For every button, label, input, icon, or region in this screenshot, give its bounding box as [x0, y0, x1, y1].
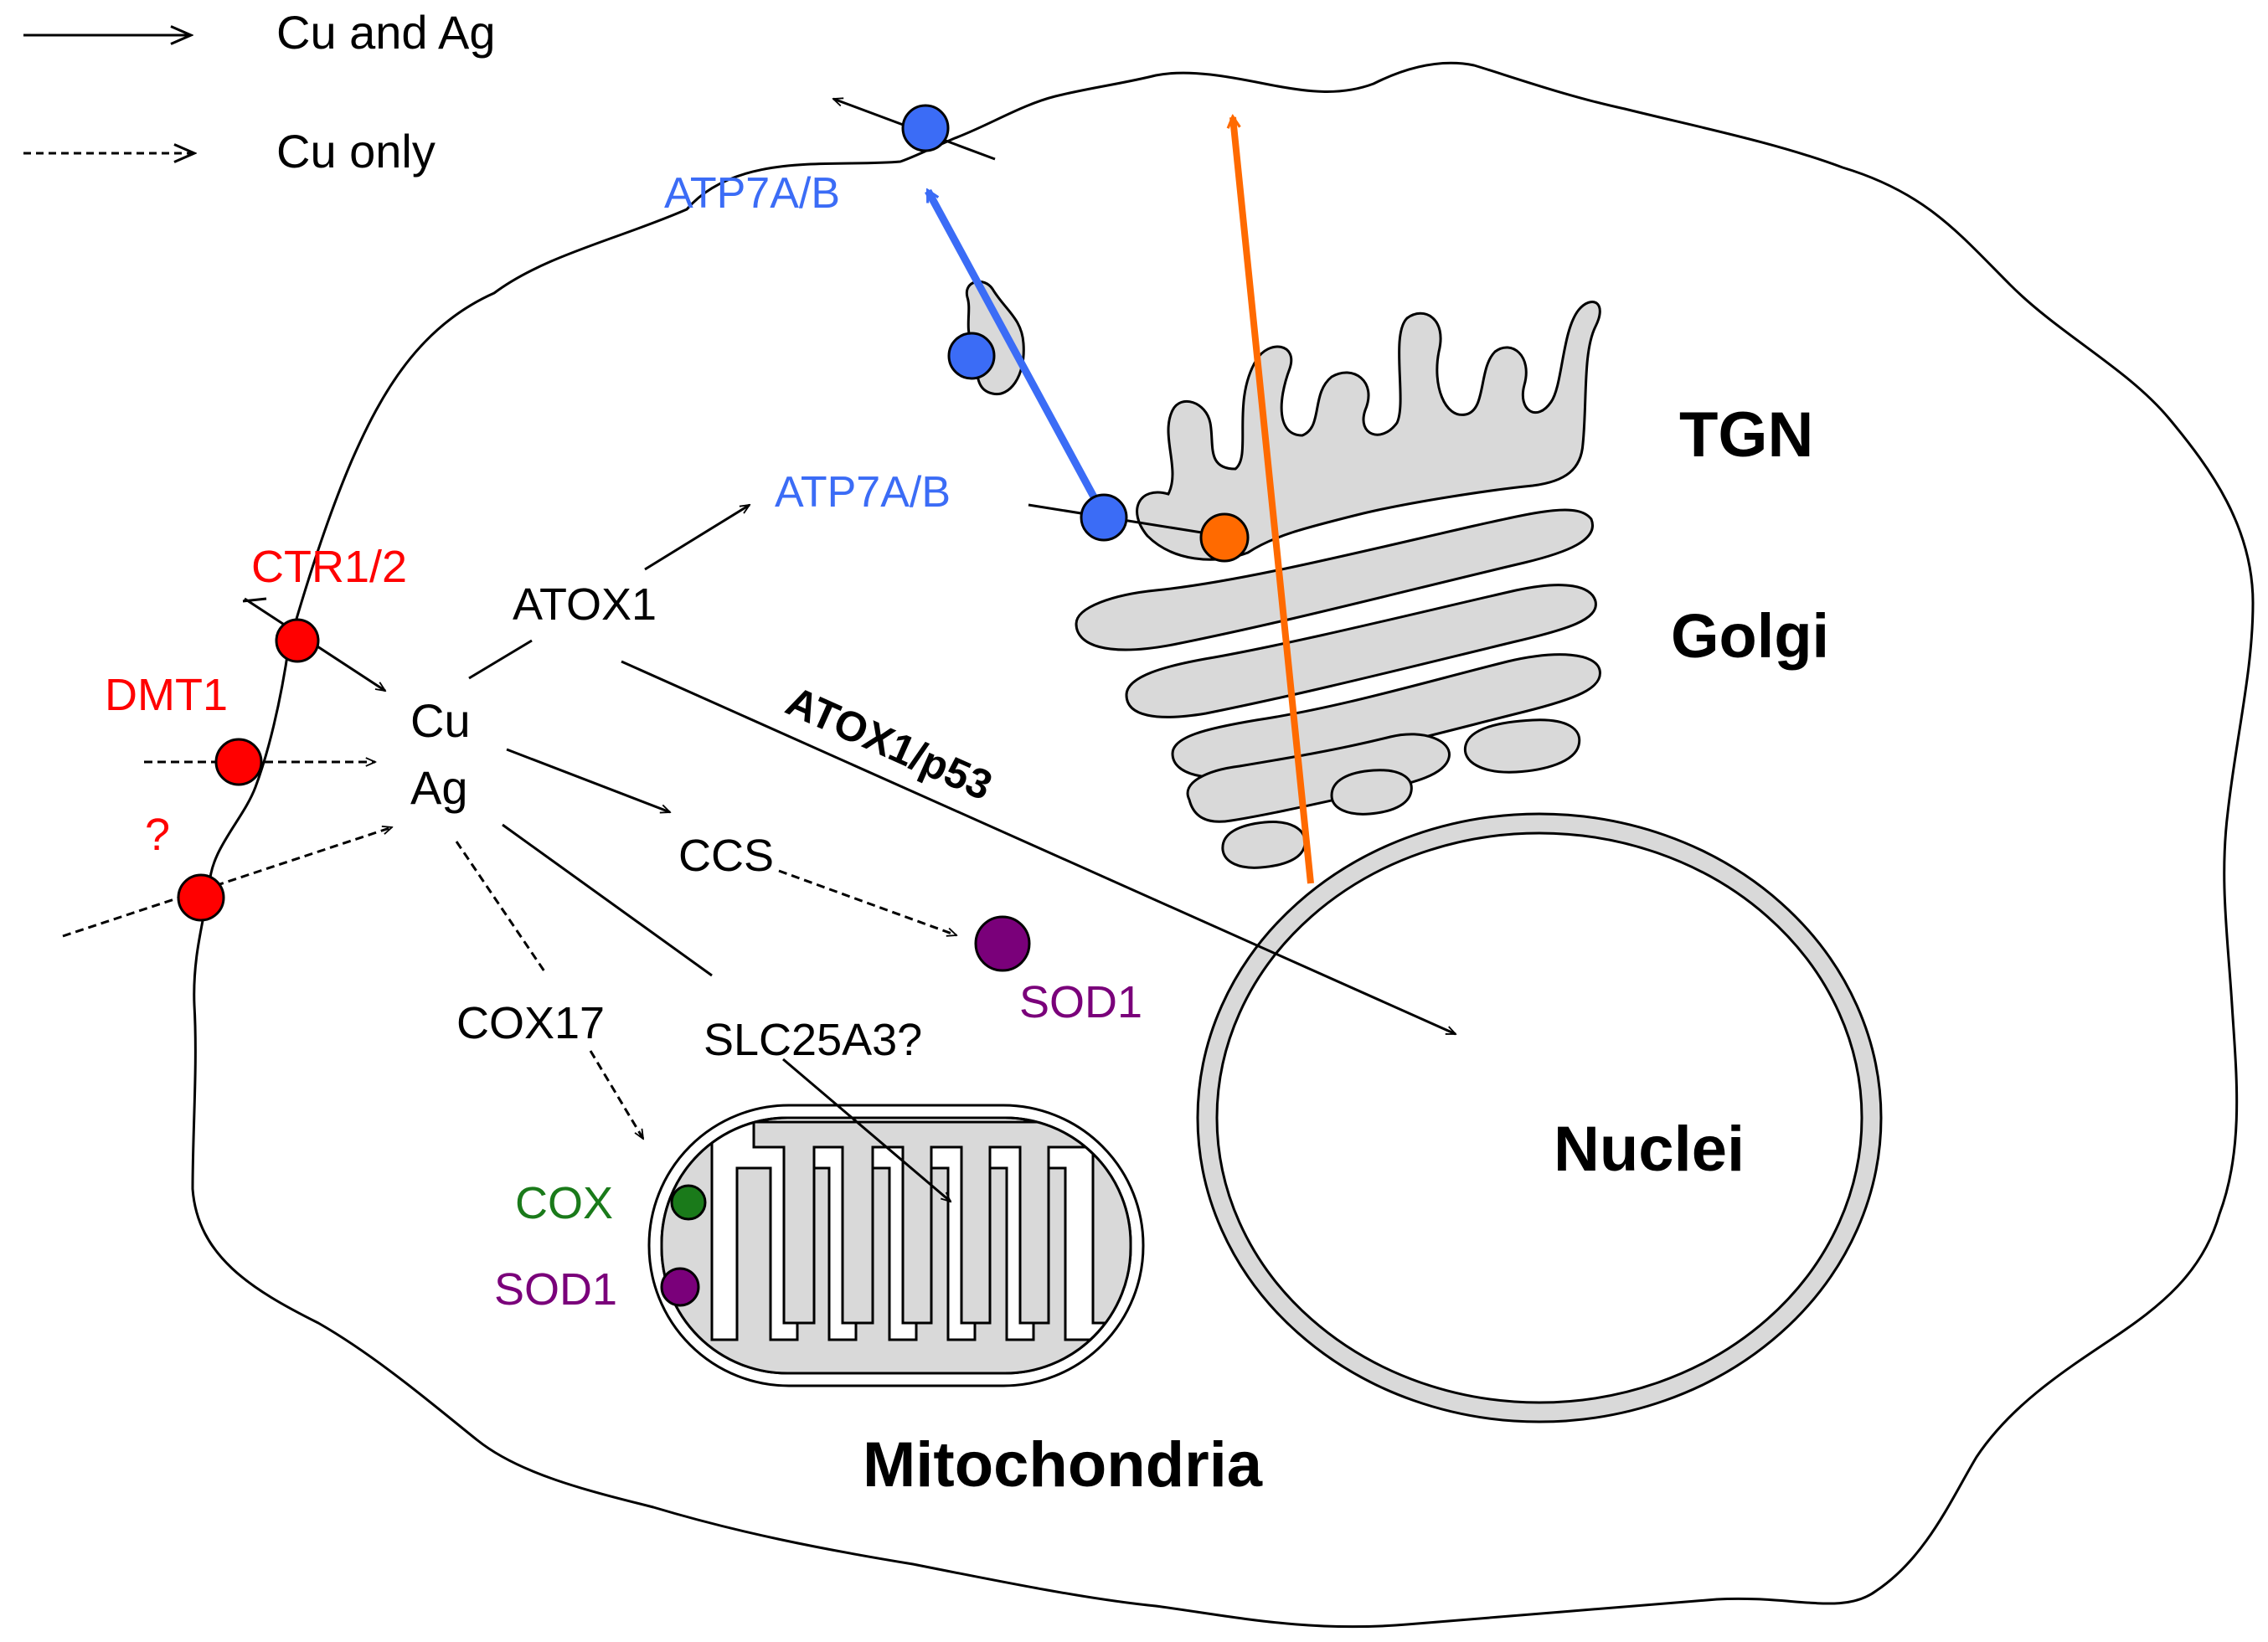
ctr-membrane-line: [242, 597, 267, 603]
slc25a3-label: SLC25A3?: [704, 1015, 922, 1065]
golgi-vesicle-3: [1221, 821, 1307, 869]
ag-label: Ag: [410, 761, 468, 814]
mitochondrion: [647, 1104, 1145, 1387]
ccs-to-sod1-arrow: [778, 869, 956, 935]
sod1-mitochondrial: [660, 1267, 700, 1307]
cu-to-ccs-arrow: [506, 748, 670, 812]
golgi-vesicle-1: [1463, 718, 1581, 774]
cu-label: Cu: [410, 694, 471, 747]
atp7ab-mid-label: ATP7A/B: [775, 468, 951, 517]
golgi-label: Golgi: [1671, 601, 1829, 671]
atox1-to-atp7-arrow: [644, 503, 750, 571]
atp7-tgn-transporter: [1080, 493, 1128, 542]
golgi-cisterna-1: [1075, 508, 1594, 651]
sod1-cytosolic: [974, 915, 1031, 972]
mitochondrial-cristae-top: [752, 1120, 1131, 1325]
golgi-vesicle-2: [1330, 769, 1413, 816]
unknown-transporter: [177, 873, 225, 922]
legend: Cu and Ag Cu only: [23, 6, 496, 178]
atp7-vesicle-transporter: [947, 332, 996, 380]
golgi-cisterna-4: [1186, 733, 1451, 823]
dmt1-label: DMT1: [105, 670, 228, 720]
nucleus: [1196, 812, 1883, 1423]
sod1-mito-label: SOD1: [494, 1264, 617, 1315]
cox17-label: COX17: [456, 998, 605, 1048]
cu-to-cox17-line: [455, 841, 546, 972]
golgi-cisterna-2: [1125, 584, 1597, 718]
cox-enzyme: [670, 1184, 707, 1221]
cox-label: COX: [515, 1178, 613, 1228]
tgn-cisterna: [1136, 301, 1601, 561]
golgi-apparatus: [1075, 301, 1601, 869]
tgn-label: TGN: [1679, 399, 1813, 471]
atp7-trafficking-arrow: [925, 191, 1105, 513]
mitochondria-label: Mitochondria: [863, 1429, 1263, 1500]
slc25a3-to-mito-arrow: [782, 1058, 951, 1202]
atp7ab-top-label: ATP7A/B: [664, 169, 840, 218]
legend-solid-label: Cu and Ag: [276, 6, 496, 59]
atp7-membrane-transporter: [901, 104, 950, 152]
dmt1-transporter: [214, 738, 263, 786]
cu-to-slc25a3-line: [502, 823, 713, 977]
ccs-label: CCS: [678, 831, 774, 881]
cell-membrane: [191, 61, 2255, 1629]
legend-dashed-label: Cu only: [276, 125, 436, 178]
cox17-to-mito-arrow: [589, 1050, 645, 1139]
atox1-label: ATOX1: [513, 579, 657, 630]
unknown-entry-arrow: [62, 827, 392, 938]
unknown-label: ?: [145, 810, 170, 860]
ctr-label: CTR1/2: [251, 542, 407, 592]
cu-to-atox1-line: [468, 639, 533, 680]
orange-export-arrow: [1233, 117, 1314, 884]
orange-tgn-carrier: [1199, 512, 1250, 563]
nuclei-label: Nuclei: [1554, 1114, 1745, 1185]
atox1-p53-label: ATOX1/p53: [780, 677, 999, 810]
ctr-transporter: [275, 618, 320, 663]
sod1-cyto-label: SOD1: [1019, 977, 1142, 1027]
atox1-to-nucleus-arrow: [621, 660, 1456, 1036]
